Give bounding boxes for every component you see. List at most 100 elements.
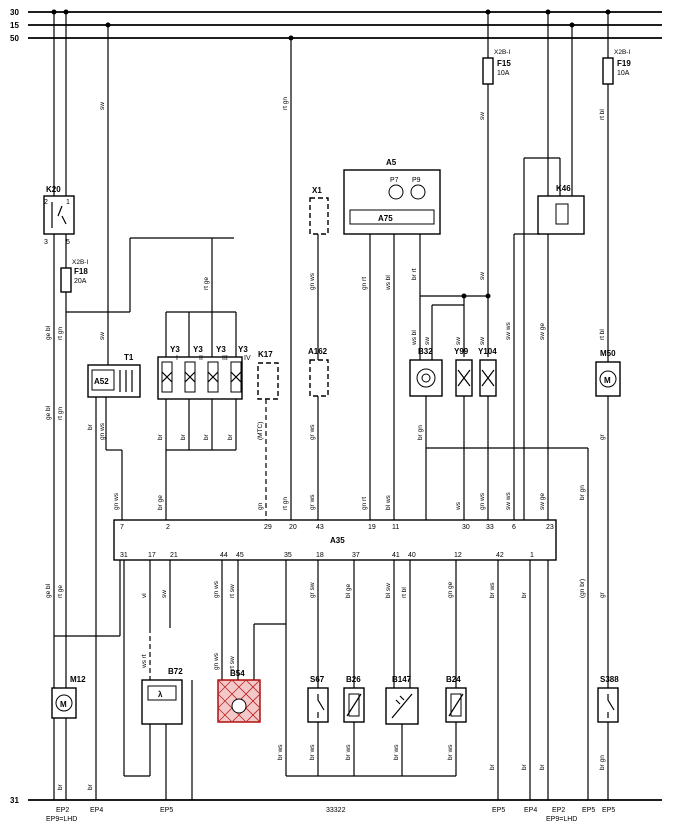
svg-text:br: br: [489, 763, 496, 770]
svg-text:P9: P9: [412, 177, 421, 184]
svg-text:br ge: br ge: [157, 495, 164, 510]
svg-text:ge bl: ge bl: [45, 325, 52, 340]
t1-label: T1: [124, 353, 134, 362]
svg-text:gn rt: gn rt: [361, 497, 368, 510]
svg-text:rt sw: rt sw: [229, 584, 236, 598]
f18-fuse: [60, 267, 72, 293]
a35-bottom-pin-42: 42: [496, 552, 504, 559]
svg-text:br ws: br ws: [393, 744, 400, 760]
y3-label-1: Y3: [170, 345, 180, 354]
f15-label: F15: [497, 59, 511, 68]
f19-group: F19 10A X2B-I rt bl rt bl M M50 gr gr S3…: [595, 9, 631, 800]
svg-text:rt ge: rt ge: [57, 585, 64, 598]
svg-text:M: M: [604, 376, 611, 385]
f19-conn: X2B-I: [614, 49, 630, 56]
svg-text:EP9=LHD: EP9=LHD: [46, 816, 77, 823]
a35-top-pin-23: 23: [546, 524, 554, 531]
k20-label: K20: [46, 185, 61, 194]
svg-text:gn ge: gn ge: [447, 581, 454, 598]
lower-components: vi sw ws rt λ B72 gn ws rt sw gn ws rt s…: [123, 560, 586, 800]
a35-top-pin-29: 29: [264, 524, 272, 531]
svg-text:rt gn: rt gn: [282, 497, 289, 510]
ground-labels: EP2 EP9=LHD EP4 EP5 33322 EP5 EP4 EP2 EP…: [46, 807, 615, 823]
svg-text:br gn: br gn: [599, 755, 606, 770]
k17-relay: [257, 362, 279, 400]
a35-bottom-pin-31: 31: [120, 552, 128, 559]
x1-a162-group: X1 gn ws A162 gr ws gr ws: [308, 186, 329, 520]
svg-text:bl ge: bl ge: [345, 584, 352, 598]
a35-bottom-pin-12: 12: [454, 552, 462, 559]
f15-rating: 10A: [497, 70, 510, 77]
y3-label-2: Y3: [193, 345, 203, 354]
f18-rating: 20A: [74, 278, 87, 285]
svg-text:ws bl: ws bl: [411, 330, 418, 346]
a35-bottom-pin-18: 18: [316, 552, 324, 559]
m50-label: M50: [600, 349, 616, 358]
svg-text:EP4: EP4: [524, 807, 537, 814]
svg-text:λ: λ: [158, 690, 163, 699]
p7-gauge: [388, 184, 404, 200]
svg-text:gn rt: gn rt: [361, 277, 368, 290]
svg-text:EP4: EP4: [90, 807, 103, 814]
svg-text:rt sw: rt sw: [229, 656, 236, 670]
a5-label: A5: [386, 158, 397, 167]
svg-text:5: 5: [66, 239, 70, 246]
svg-text:gr ws: gr ws: [309, 494, 316, 510]
f18-label: F18: [74, 267, 88, 276]
y3-group: rt ge Y3 Y3 Y3 Y3 I II III IV br br br b…: [66, 237, 251, 520]
x1-connector: [309, 197, 329, 235]
svg-text:sw: sw: [161, 590, 168, 598]
k46-group: K46 sw ws sw ge sw ws sw ge: [505, 9, 585, 800]
a162-label: A162: [308, 347, 328, 356]
svg-text:sw ge: sw ge: [539, 493, 546, 510]
svg-text:br: br: [57, 783, 64, 790]
a35-bottom-pin-1: 1: [530, 552, 534, 559]
k17-group: K17 (MTC) gn: [257, 350, 279, 520]
a35-top-pin-19: 19: [368, 524, 376, 531]
svg-text:gn ws: gn ws: [213, 652, 220, 670]
b54-label: B54: [230, 669, 245, 678]
svg-text:sw ge: sw ge: [539, 323, 546, 340]
a35-bottom-pin-41: 41: [392, 552, 400, 559]
svg-text:EP9=LHD: EP9=LHD: [546, 816, 577, 823]
svg-text:(gn br): (gn br): [579, 579, 586, 598]
svg-text:EP5: EP5: [492, 807, 505, 814]
f15-fuse: [482, 57, 494, 85]
a35-top-pin-30: 30: [462, 524, 470, 531]
t1-group: A52 T1 br gn ws gn ws br: [87, 353, 141, 800]
a75-label: A75: [378, 214, 393, 223]
svg-text:ge bl: ge bl: [45, 583, 52, 598]
svg-text:sw: sw: [99, 102, 106, 110]
svg-text:br: br: [521, 763, 528, 770]
svg-text:br ws: br ws: [489, 582, 496, 598]
b24-label: B24: [446, 675, 461, 684]
a35-bottom-pin-21: 21: [170, 552, 178, 559]
svg-text:gr ws: gr ws: [309, 424, 316, 440]
svg-text:br: br: [157, 433, 164, 440]
a162-module: [309, 359, 329, 397]
b26-label: B26: [346, 675, 361, 684]
svg-text:1: 1: [66, 199, 70, 206]
svg-text:I: I: [176, 355, 178, 362]
svg-text:IV: IV: [244, 355, 251, 362]
svg-text:EP2: EP2: [552, 807, 565, 814]
svg-text:br rt: br rt: [411, 268, 418, 280]
svg-text:br ws: br ws: [309, 744, 316, 760]
b72-label: B72: [168, 667, 183, 676]
svg-text:sw ws: sw ws: [505, 492, 512, 510]
svg-text:br ws: br ws: [345, 744, 352, 760]
a35-bottom-pin-17: 17: [148, 552, 156, 559]
a35-label: A35: [330, 536, 345, 545]
svg-text:br gn: br gn: [579, 485, 586, 500]
svg-text:gr: gr: [599, 591, 606, 598]
svg-text:sw ws: sw ws: [505, 322, 512, 340]
y104-label: Y104: [478, 347, 497, 356]
svg-text:gn ws: gn ws: [479, 492, 486, 510]
svg-text:M: M: [60, 700, 67, 709]
svg-text:33322: 33322: [326, 807, 346, 814]
b32-label: B32: [418, 347, 433, 356]
svg-text:br: br: [203, 433, 210, 440]
svg-text:EP5: EP5: [582, 807, 595, 814]
